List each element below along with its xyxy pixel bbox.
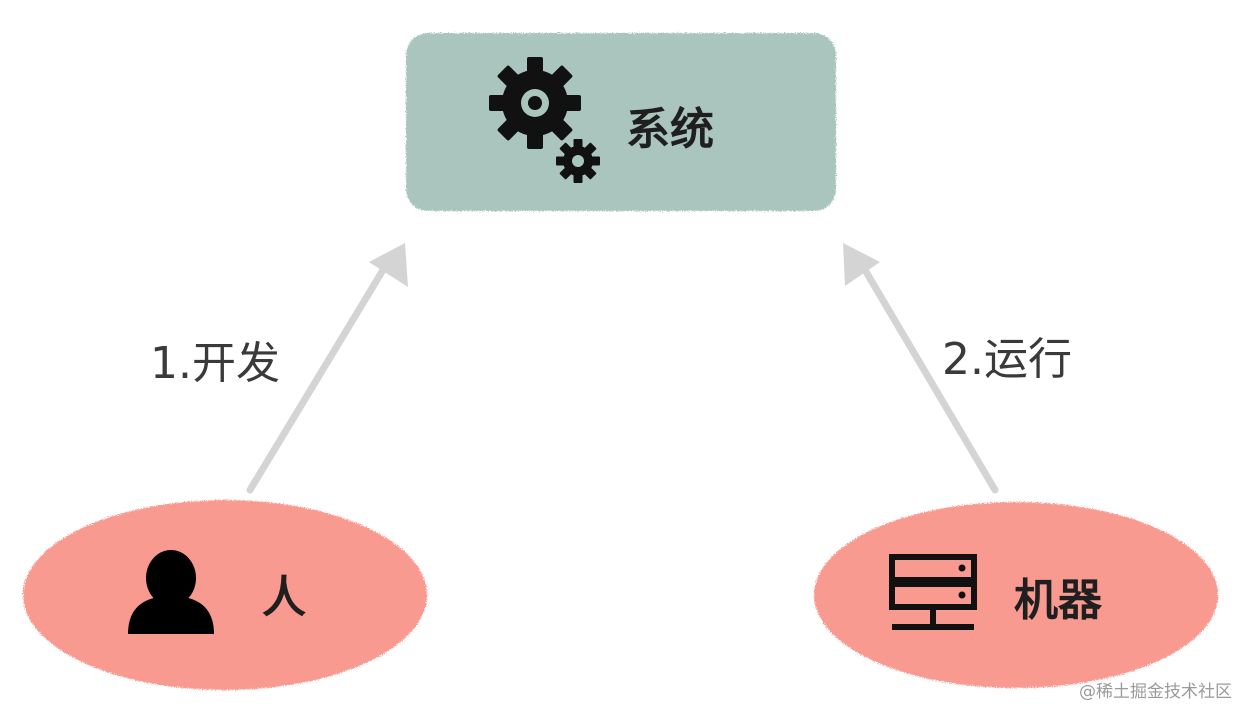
edge-run-line xyxy=(861,266,999,494)
node-system-box xyxy=(406,33,836,211)
node-person-ellipse xyxy=(23,500,427,690)
server-icon xyxy=(889,554,977,630)
edge-run-arrowhead xyxy=(843,243,880,286)
edge-develop-arrowhead xyxy=(369,243,408,287)
gears-icon xyxy=(489,57,600,183)
edge-develop xyxy=(246,243,408,494)
node-system: 系统 xyxy=(406,33,836,211)
edge-label-run: 2.运行 xyxy=(942,334,1072,385)
node-system-label: 系统 xyxy=(626,104,714,155)
edge-run xyxy=(843,243,999,494)
watermark: @稀土掘金技术社区 xyxy=(1079,682,1232,702)
user-icon xyxy=(128,550,214,634)
node-machine: 机器 xyxy=(814,502,1218,688)
node-machine-ellipse xyxy=(814,502,1218,688)
edge-develop-line xyxy=(246,266,387,494)
edge-label-develop: 1.开发 xyxy=(150,338,280,389)
node-person-label: 人 xyxy=(262,572,306,623)
node-machine-label: 机器 xyxy=(1014,575,1103,626)
node-person: 人 xyxy=(23,500,427,690)
